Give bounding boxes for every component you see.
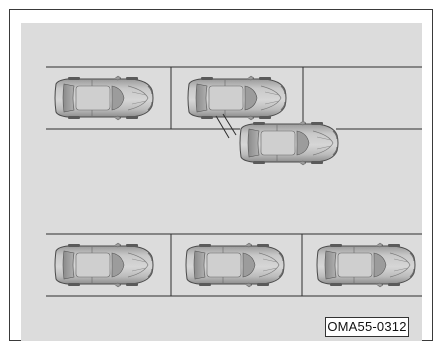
parked-car-bottom-1 bbox=[54, 242, 154, 288]
figure-code-label: OMA55-0312 bbox=[325, 317, 409, 337]
proximity-line-1 bbox=[215, 115, 230, 139]
parking-area bbox=[21, 23, 422, 341]
parked-car-top-1 bbox=[54, 75, 154, 121]
maneuvering-car bbox=[239, 120, 339, 166]
parked-car-bottom-3 bbox=[316, 242, 416, 288]
proximity-line-2 bbox=[222, 113, 237, 136]
parked-car-bottom-2 bbox=[185, 242, 285, 288]
parked-car-top-2 bbox=[187, 75, 287, 121]
